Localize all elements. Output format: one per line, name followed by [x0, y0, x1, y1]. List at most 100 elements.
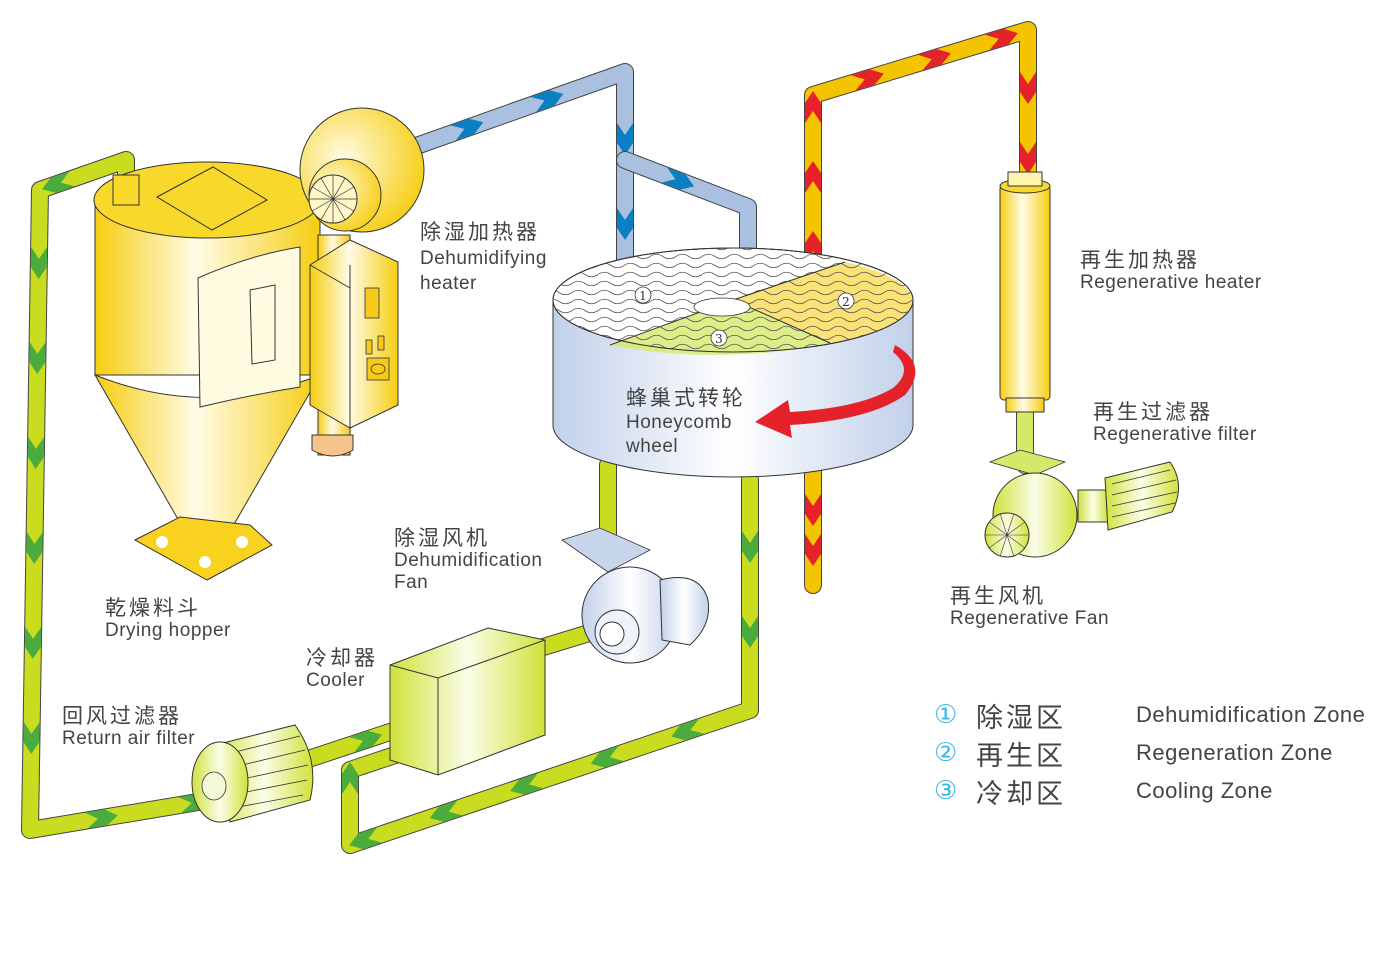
fan-blade — [320, 198, 334, 220]
label-en-line2: Fan — [394, 571, 429, 593]
flow-chevron — [984, 28, 1018, 50]
label-cn: 冷却器 — [306, 646, 378, 670]
flow-chevron — [450, 118, 484, 141]
legend-cn: 冷却区 — [976, 778, 1066, 810]
label-cn: 回风过滤器 — [62, 704, 182, 728]
regenerative-fan-unit — [984, 449, 1179, 558]
label-drying-hopper: 乾燥料斗 Drying hopper — [105, 596, 231, 642]
pipe-regen-exhaust — [804, 461, 822, 594]
regenerative-heater-unit — [999, 171, 1051, 413]
svg-text:3: 3 — [715, 332, 723, 346]
zone-number-icon: ② — [934, 738, 958, 768]
label-cn: 除湿加热器 — [420, 220, 540, 244]
dehumidifying-heater-unit — [299, 107, 425, 233]
flow-chevron — [84, 809, 118, 829]
fan-blade — [312, 186, 334, 200]
flow-chevron — [349, 730, 382, 753]
flow-chevron — [742, 616, 758, 648]
label-dehumidification-fan: 除湿风机 Dehumidification Fan — [394, 526, 542, 594]
dehumidification-fan-unit — [561, 527, 710, 664]
label-return-air-filter: 回风过滤器 Return air filter — [62, 704, 195, 750]
flow-chevron — [29, 341, 46, 374]
hopper-top-diamond — [155, 166, 268, 231]
flow-chevron — [349, 827, 383, 849]
fan-blade — [989, 521, 1008, 536]
hopper-base-plate — [133, 516, 273, 581]
flow-chevron — [917, 49, 951, 71]
fan-blade — [320, 178, 334, 200]
legend-row-cooling: ③ 冷却区 Cooling Zone — [934, 772, 1365, 810]
flow-chevron — [342, 762, 358, 794]
zone-number-icon: ① — [934, 700, 958, 730]
flow-chevron — [24, 626, 42, 659]
flow-chevron — [805, 494, 821, 526]
wheel-hub — [693, 297, 751, 317]
label-cn: 除湿风机 — [394, 526, 490, 550]
return-air-filter-unit — [191, 724, 314, 823]
flow-chevron — [590, 745, 624, 768]
label-en: Drying hopper — [105, 620, 231, 642]
label-honeycomb-wheel: 蜂巢式转轮 Honeycomb wheel — [626, 386, 746, 458]
flow-chevron — [617, 208, 633, 240]
svg-text:1: 1 — [639, 289, 647, 303]
label-en-line1: Honeycomb — [626, 412, 732, 434]
label-en-line1: Dehumidifying — [420, 248, 547, 270]
flow-chevron — [510, 773, 544, 795]
flow-chevron — [1020, 142, 1036, 174]
legend-cn: 除湿区 — [976, 702, 1066, 734]
label-regenerative-filter: 再生过滤器 Regenerative filter — [1093, 400, 1257, 446]
fan-blade — [332, 198, 346, 220]
legend-row-dehumidification: ① 除湿区 Dehumidification Zone — [934, 696, 1365, 734]
label-en: Return air filter — [62, 728, 196, 750]
label-en: Cooler — [306, 670, 365, 692]
legend-en: Dehumidification Zone — [1136, 702, 1366, 727]
honeycomb-wheel: 1 2 3 — [552, 247, 916, 478]
label-cooler: 冷却器 Cooler — [306, 646, 378, 692]
flow-chevron — [617, 123, 633, 155]
rotation-arrow — [755, 345, 916, 438]
flow-chevron — [805, 91, 821, 123]
flow-chevron — [1020, 72, 1036, 104]
pipe-heater-wheel — [396, 63, 634, 309]
label-cn: 再生风机 — [950, 584, 1046, 608]
flow-chevron — [742, 531, 758, 563]
label-regenerative-heater: 再生加热器 Regenerative heater — [1080, 248, 1262, 294]
label-cn: 再生过滤器 — [1093, 400, 1213, 424]
fan-blade — [999, 513, 1008, 536]
label-en-line2: wheel — [626, 435, 679, 457]
legend-en: Cooling Zone — [1136, 778, 1273, 803]
label-en-line2: heater — [420, 272, 477, 294]
label-en: Regenerative Fan — [950, 608, 1110, 630]
fan-blade — [989, 534, 1008, 549]
flow-chevron — [27, 436, 45, 469]
flow-chevron — [429, 800, 463, 822]
legend-row-regeneration: ② 再生区 Regeneration Zone — [934, 734, 1365, 772]
zone-marker-2: 2 — [837, 292, 855, 310]
label-en: Regenerative filter — [1093, 424, 1257, 446]
label-cn: 乾燥料斗 — [105, 596, 201, 620]
label-en: Regenerative heater — [1080, 272, 1262, 294]
zone-marker-1: 1 — [634, 286, 652, 304]
cooler-unit — [389, 627, 546, 776]
pipe-cooling-return — [341, 471, 759, 854]
flow-chevron — [850, 69, 884, 91]
flow-chevron — [805, 534, 821, 566]
label-regenerative-fan: 再生风机 Regenerative Fan — [950, 584, 1109, 630]
legend-en: Regeneration Zone — [1136, 740, 1333, 765]
fan-blade — [312, 198, 334, 212]
hopper-window — [249, 284, 276, 365]
pipe-hopper-return — [21, 151, 219, 839]
fan-blade — [332, 186, 354, 200]
zone-number-icon: ③ — [934, 776, 958, 806]
fan-blade — [1006, 534, 1025, 549]
flow-chevron — [23, 721, 40, 754]
label-dehumidifying-heater: 除湿加热器 Dehumidifying heater — [420, 220, 547, 295]
svg-text:2: 2 — [842, 295, 850, 309]
fan-blade — [332, 198, 354, 212]
flow-chevron — [671, 718, 705, 741]
fan-blade — [1006, 534, 1015, 557]
drying-hopper — [93, 161, 322, 581]
label-cn: 蜂巢式转轮 — [626, 386, 746, 410]
pipe-regen-heater — [804, 21, 1037, 314]
